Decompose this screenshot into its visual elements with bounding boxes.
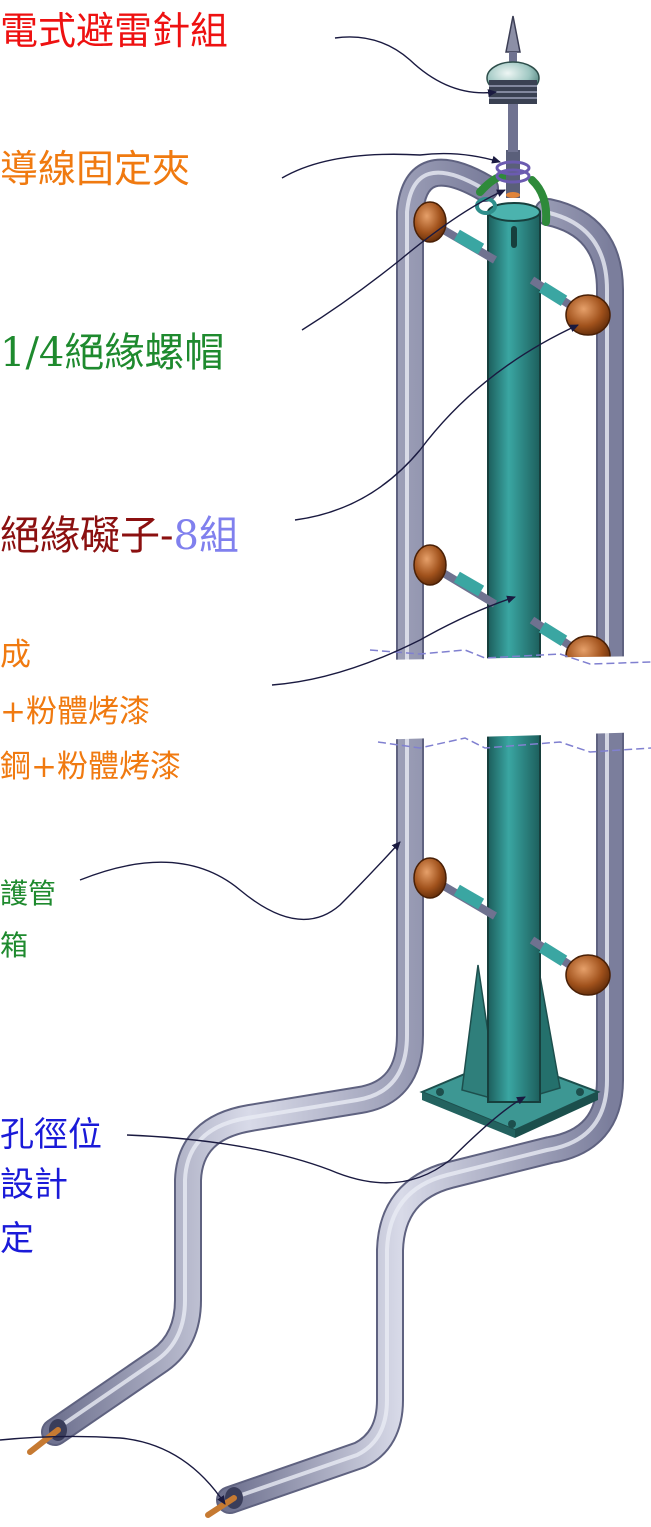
label-protective-tube-line2: 箱 xyxy=(0,929,29,962)
label-air-terminal: 電式避雷針組 xyxy=(0,9,229,53)
label-protective-tube-line1: 護管 xyxy=(0,877,57,910)
label-insulating-nut: 1/4絕緣螺帽 xyxy=(0,330,225,376)
insulators xyxy=(413,201,611,996)
label-base-line1: 孔徑位 xyxy=(0,1115,102,1155)
right-protective-pipe xyxy=(216,198,624,1514)
label-insulator: 絕緣礙子-8組 xyxy=(0,516,239,556)
leader-base xyxy=(126,1096,526,1184)
leader-insulating-nut xyxy=(301,189,506,331)
leader-insulator xyxy=(294,324,579,521)
label-base-line2: 設計 xyxy=(0,1165,68,1205)
leader-conductor-clamp xyxy=(281,152,501,179)
left-protective-pipe xyxy=(41,158,499,1446)
leader-air-terminal xyxy=(334,36,497,97)
label-composition-line2: +粉體烤漆 xyxy=(0,694,150,730)
insulator-left-3 xyxy=(413,857,498,920)
label-insulator-prefix: 絕緣礙子- xyxy=(0,513,174,559)
conductor-clamp xyxy=(495,150,531,198)
label-insulator-count: 8組 xyxy=(173,513,239,559)
steel-mast xyxy=(475,197,541,1103)
insulator-right-3 xyxy=(529,936,611,996)
conductor-ends xyxy=(27,1419,243,1518)
leader-pipe xyxy=(79,841,401,921)
label-composition-line1: 成 xyxy=(0,637,31,673)
label-composition-line3: 鋼+粉體烤漆 xyxy=(0,749,181,785)
break-section xyxy=(369,649,651,753)
label-conductor-clamp: 導線固定夾 xyxy=(0,147,191,191)
leader-conductor-end xyxy=(0,1435,226,1505)
lightning-rod-head xyxy=(486,15,540,152)
leader-mast xyxy=(271,595,516,686)
label-base-line3: 定 xyxy=(0,1219,34,1259)
leader-lines xyxy=(0,36,579,1505)
insulator-left-2 xyxy=(413,544,498,608)
